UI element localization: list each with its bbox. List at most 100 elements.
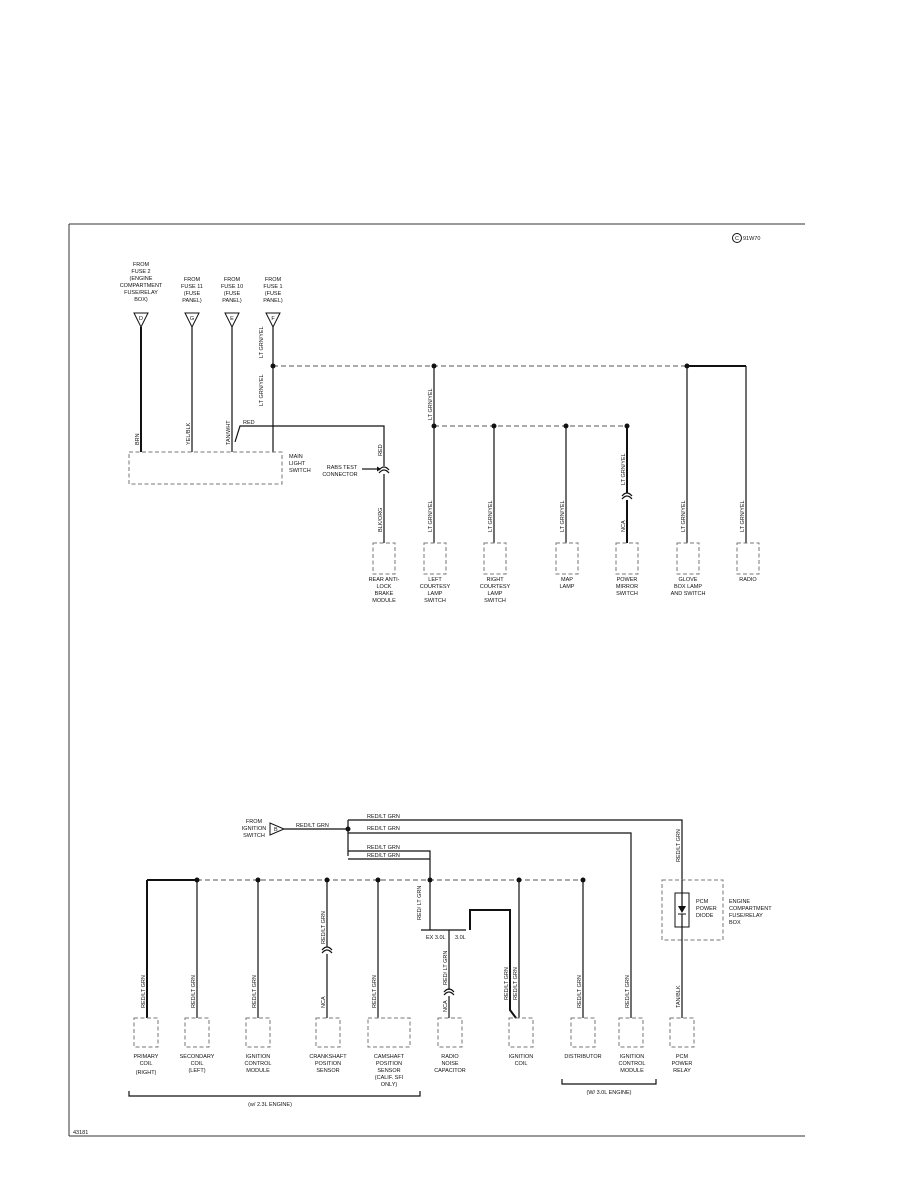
svg-text:COMPARTMENT: COMPARTMENT: [120, 283, 163, 289]
engine-fuse-relay-box: [661, 879, 724, 941]
label-yel-blk: YEL/BLK: [186, 422, 192, 445]
svg-text:SECONDARY: SECONDARY: [180, 1054, 215, 1060]
svg-text:B: B: [274, 827, 278, 833]
radio-noise-cap-box: [437, 1017, 463, 1048]
svg-text:LAMP: LAMP: [488, 591, 503, 597]
svg-text:IGNITION: IGNITION: [620, 1054, 644, 1060]
svg-text:AND SWITCH: AND SWITCH: [671, 591, 706, 597]
badge-letter: C: [735, 236, 739, 242]
svg-text:FUSE 2: FUSE 2: [131, 269, 150, 275]
svg-text:POSITION: POSITION: [315, 1061, 341, 1067]
svg-text:RADIO: RADIO: [739, 577, 757, 583]
badge: C 91W70: [732, 233, 760, 243]
svg-text:GLOVE: GLOVE: [679, 577, 698, 583]
pcm-diode-label: PCM POWER DIODE: [696, 899, 717, 919]
secondary-coil-box: [184, 1017, 210, 1048]
label-map-lamp-wire: LT GRN/YEL: [560, 500, 566, 532]
svg-text:POSITION: POSITION: [376, 1061, 402, 1067]
wire-to-pcm-relay: [348, 819, 683, 880]
svg-text:FROM: FROM: [265, 277, 282, 283]
icm-23-box: [245, 1017, 271, 1048]
ignition-triangle: B: [269, 822, 286, 836]
svg-text:D: D: [139, 316, 143, 322]
svg-text:(FUSE: (FUSE: [184, 291, 201, 297]
svg-text:BOX): BOX): [134, 297, 148, 303]
label-to-bus-a: RED/LT GRN: [367, 845, 400, 851]
cmp-sensor-box: [367, 1017, 411, 1048]
label-ign-coil-wire-a: RED/LT GRN: [504, 967, 510, 1000]
svg-text:DISTRIBUTOR: DISTRIBUTOR: [564, 1054, 601, 1060]
svg-text:COIL: COIL: [140, 1061, 153, 1067]
svg-text:F: F: [271, 316, 275, 322]
ckp-sensor-box: [315, 1017, 341, 1048]
fuse-relay-box-label: ENGINE COMPARTMENT FUSE/RELAY BOX: [729, 899, 772, 926]
svg-text:PANEL): PANEL): [263, 298, 283, 304]
label-red-v: RED: [378, 444, 384, 456]
cmp-sensor-label: CAMSHAFT POSITION SENSOR (CALIF. SFI ONL…: [374, 1054, 405, 1088]
label-brn: BRN: [135, 433, 141, 445]
svg-text:(LEFT): (LEFT): [188, 1068, 205, 1074]
label-radio-cap-nca: NCA: [443, 1000, 449, 1012]
label-ckp-wire: RED/LT GRN: [321, 911, 327, 944]
left-courtesy-label: LEFT COURTESY LAMP SWITCH: [420, 577, 451, 604]
svg-text:G: G: [190, 316, 194, 322]
svg-text:ONLY): ONLY): [381, 1082, 398, 1088]
svg-text:CAPACITOR: CAPACITOR: [434, 1068, 466, 1074]
fuse-triangle-d: D: [133, 312, 149, 329]
drop-ign-coil-30: [469, 909, 517, 1019]
svg-text:REAR ANTI-: REAR ANTI-: [369, 577, 400, 583]
rabs-connector-symbol: [378, 466, 390, 474]
svg-text:(ENGINE: (ENGINE: [130, 276, 153, 282]
map-lamp-label: MAP LAMP: [560, 577, 575, 590]
ign-splice: [345, 826, 351, 832]
svg-text:IGNITION: IGNITION: [509, 1054, 533, 1060]
icm-30-label: IGNITION CONTROL MODULE: [619, 1054, 646, 1074]
rabs-label-1: RABS TEST: [327, 465, 358, 471]
fuse-label-10: FROM FUSE 10 (FUSE PANEL): [221, 277, 243, 304]
main-switch-label-1: MAIN: [289, 454, 303, 460]
svg-text:ENGINE: ENGINE: [729, 899, 750, 905]
svg-text:BOX: BOX: [729, 920, 741, 926]
label-icm23-wire: RED/LT GRN: [252, 975, 258, 1008]
svg-text:FUSE/RELAY: FUSE/RELAY: [729, 913, 763, 919]
label-mirror-wire-a: LT GRN/YEL: [621, 453, 627, 485]
brace-30l: [561, 1079, 657, 1085]
label-cmp-wire: RED/LT GRN: [372, 975, 378, 1008]
svg-text:DIODE: DIODE: [696, 913, 714, 919]
fuse-triangle-g: G: [184, 312, 200, 329]
svg-text:FROM: FROM: [184, 277, 201, 283]
label-secondary-coil-wire: RED/LT GRN: [191, 975, 197, 1008]
page-code: 43181: [73, 1130, 88, 1136]
svg-text:FROM: FROM: [133, 262, 150, 268]
label-to-bus-b: RED/LT GRN: [367, 853, 400, 859]
rabs-module-box: [372, 542, 396, 575]
svg-text:MODULE: MODULE: [246, 1068, 270, 1074]
label-ckp-nca: NCA: [321, 996, 327, 1008]
svg-text:SWITCH: SWITCH: [424, 598, 446, 604]
svg-text:IGNITION: IGNITION: [242, 826, 266, 832]
svg-text:E: E: [230, 316, 234, 322]
icm-23-label: IGNITION CONTROL MODULE: [245, 1054, 272, 1074]
svg-text:PCM: PCM: [676, 1054, 689, 1060]
svg-text:COURTESY: COURTESY: [480, 584, 511, 590]
svg-text:BRAKE: BRAKE: [375, 591, 394, 597]
svg-text:FROM: FROM: [224, 277, 241, 283]
svg-text:NOISE: NOISE: [441, 1061, 458, 1067]
group-30l-label: (W/ 3.0L ENGINE): [586, 1090, 631, 1096]
fuse-triangle-e: E: [224, 312, 240, 329]
svg-text:SENSOR: SENSOR: [316, 1068, 339, 1074]
svg-text:FUSE 10: FUSE 10: [221, 284, 243, 290]
wire-red: [234, 425, 385, 466]
ignition-coil-label: IGNITION COIL: [509, 1054, 533, 1067]
svg-text:COURTESY: COURTESY: [420, 584, 451, 590]
svg-text:CONTROL: CONTROL: [619, 1061, 646, 1067]
distributor-box: [570, 1017, 596, 1048]
main-switch-label-3: SWITCH: [289, 468, 311, 474]
primary-coil-label: PRIMARY COIL (RIGHT): [134, 1054, 159, 1076]
label-blk-org: BLK/ORG: [378, 508, 384, 532]
svg-text:COIL: COIL: [515, 1061, 528, 1067]
svg-text:SWITCH: SWITCH: [243, 833, 265, 839]
svg-text:(CALIF. SFI: (CALIF. SFI: [375, 1075, 404, 1081]
distributor-label: DISTRIBUTOR: [564, 1054, 601, 1060]
secondary-coil-label: SECONDARY COIL (LEFT): [180, 1054, 215, 1074]
